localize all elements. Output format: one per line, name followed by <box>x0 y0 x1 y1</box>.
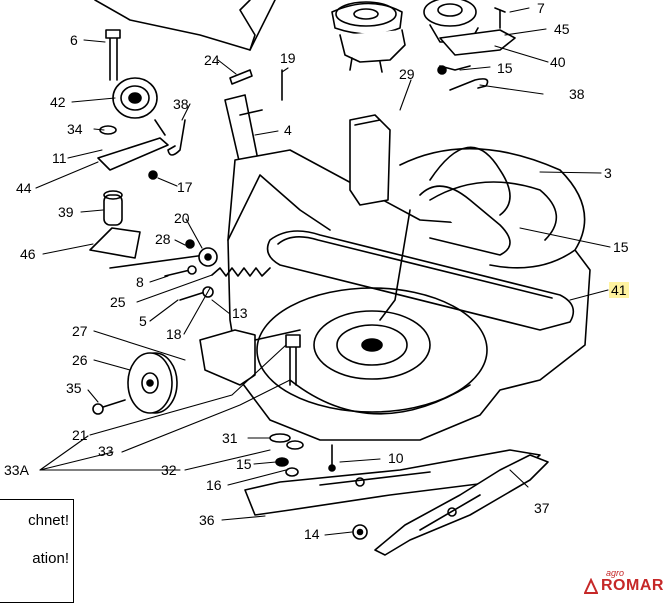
callout-41: 41 <box>609 282 629 298</box>
engine-pulley-top <box>331 1 406 73</box>
bolt-5 <box>179 291 206 301</box>
roller-39 <box>103 190 123 226</box>
note-box: chnet! ation! <box>0 499 74 603</box>
callout-19: 19 <box>280 50 296 66</box>
callout-17: 17 <box>177 179 193 195</box>
callout-27: 27 <box>72 323 88 339</box>
callout-5: 5 <box>139 313 147 329</box>
note-line-2: ation! <box>32 550 69 567</box>
drive-belt <box>266 230 575 331</box>
callout-4: 4 <box>284 122 292 138</box>
nut-16 <box>285 467 299 477</box>
nut-15 <box>275 457 289 467</box>
callout-18: 18 <box>166 326 182 342</box>
callout-24: 24 <box>204 52 220 68</box>
callout-15-top: 15 <box>497 60 513 76</box>
callout-36: 36 <box>199 512 215 528</box>
callout-33: 33 <box>98 443 114 459</box>
callout-10: 10 <box>388 450 404 466</box>
note-line-1: chnet! <box>28 512 69 529</box>
callout-39: 39 <box>58 204 74 220</box>
plate-46 <box>89 227 141 259</box>
callout-28: 28 <box>155 231 171 247</box>
washer-31 <box>269 433 291 443</box>
callout-14: 14 <box>304 526 320 542</box>
callout-8: 8 <box>136 274 144 290</box>
callout-46: 46 <box>20 246 36 262</box>
arm-44 <box>97 137 169 171</box>
callout-37: 37 <box>534 500 550 516</box>
callout-15-right: 15 <box>613 239 629 255</box>
callout-40: 40 <box>550 54 566 70</box>
bracket-27 <box>199 329 256 386</box>
callout-32: 32 <box>161 462 177 478</box>
callout-35: 35 <box>66 380 82 396</box>
callout-34: 34 <box>67 121 83 137</box>
callout-15-bottom: 15 <box>236 456 252 472</box>
callout-6: 6 <box>70 32 78 48</box>
arm-4 <box>224 94 259 166</box>
spindle-3 <box>349 114 391 206</box>
spring-25 <box>211 267 271 277</box>
logo-name: ROMAR <box>601 577 664 594</box>
pulley-42 <box>112 77 158 119</box>
callout-20: 20 <box>174 210 190 226</box>
wheel-26 <box>127 352 178 414</box>
callout-42: 42 <box>50 94 66 110</box>
callout-31: 31 <box>222 430 238 446</box>
callout-7: 7 <box>537 0 545 16</box>
callout-13: 13 <box>232 305 248 321</box>
frame-top-left <box>94 0 256 51</box>
callout-21: 21 <box>72 427 88 443</box>
callout-38-left: 38 <box>173 96 189 112</box>
callout-3: 3 <box>604 165 612 181</box>
logo-mark-icon <box>584 578 598 594</box>
callout-38-right: 38 <box>569 86 585 102</box>
agroromar-logo: agro ROMAR <box>584 568 669 596</box>
callout-26: 26 <box>72 352 88 368</box>
bracket-45 <box>439 7 516 56</box>
bolt-35 <box>99 399 126 409</box>
bolt-8 <box>164 269 191 277</box>
callout-33a: 33A <box>4 462 29 478</box>
pin-6 <box>105 29 121 81</box>
callout-44: 44 <box>16 180 32 196</box>
callout-16: 16 <box>206 477 222 493</box>
leader-lines <box>35 7 611 536</box>
logo-small-text: agro <box>606 568 625 578</box>
callout-29: 29 <box>399 66 415 82</box>
callout-25: 25 <box>110 294 126 310</box>
callout-11: 11 <box>52 150 67 166</box>
callout-45: 45 <box>554 21 570 37</box>
nut-28 <box>185 239 195 249</box>
clip-24 <box>229 69 253 85</box>
hook-38-left <box>167 119 186 156</box>
spring-38-right <box>449 78 489 91</box>
